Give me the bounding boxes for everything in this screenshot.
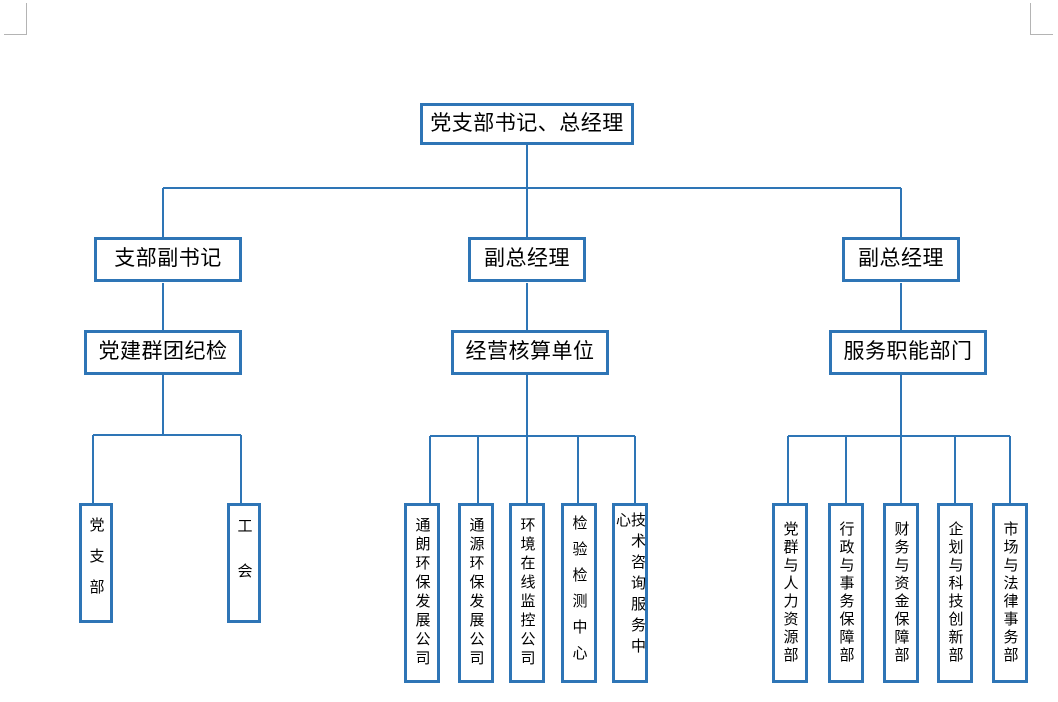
node-business-accounting-unit[interactable]: 经营核算单位 bbox=[451, 330, 609, 375]
page-margin-mark-top-left bbox=[4, 3, 27, 35]
leaf-finance-fund-department[interactable]: 财务与资金保障部 bbox=[883, 503, 919, 683]
node-level2-1-label: 支部副书记 bbox=[114, 247, 222, 271]
node-service-function-department[interactable]: 服务职能部门 bbox=[829, 330, 987, 375]
node-deputy-general-manager-2[interactable]: 副总经理 bbox=[842, 237, 960, 282]
node-root-label: 党支部书记、总经理 bbox=[430, 111, 624, 135]
leaf-business-1-label: 通朗环保发展公司 bbox=[413, 517, 431, 669]
leaf-service-4-label: 企划与科技创新部 bbox=[946, 521, 964, 665]
leaf-party-2-label: 工会 bbox=[235, 518, 253, 608]
node-level3-3-label: 服务职能部门 bbox=[843, 340, 973, 364]
node-level3-2-label: 经营核算单位 bbox=[465, 340, 595, 364]
node-level2-2-label: 副总经理 bbox=[484, 247, 570, 271]
node-level2-3-label: 副总经理 bbox=[858, 247, 944, 271]
node-deputy-party-secretary[interactable]: 支部副书记 bbox=[94, 237, 242, 282]
leaf-service-2-label: 行政与事务保障部 bbox=[837, 521, 855, 665]
page-margin-mark-top-right bbox=[1030, 3, 1053, 35]
leaf-party-branch[interactable]: 党支部 bbox=[79, 503, 113, 623]
leaf-party-1-label: 党支部 bbox=[87, 516, 105, 610]
node-party-mass-discipline[interactable]: 党建群团纪检 bbox=[84, 330, 242, 375]
leaf-business-3-label: 环境在线监控公司 bbox=[518, 517, 536, 669]
leaf-inspection-testing-center[interactable]: 检验检测中心 bbox=[561, 503, 597, 683]
leaf-planning-technology-innovation-department[interactable]: 企划与科技创新部 bbox=[937, 503, 973, 683]
leaf-service-1-label: 党群与人力资源部 bbox=[781, 521, 799, 665]
leaf-market-legal-affairs-department[interactable]: 市场与法律事务部 bbox=[992, 503, 1028, 683]
leaf-tonglang-environmental-company[interactable]: 通朗环保发展公司 bbox=[404, 503, 440, 683]
node-level3-1-label: 党建群团纪检 bbox=[98, 340, 228, 364]
leaf-technical-consulting-service-center[interactable]: 技术咨询服务中心 bbox=[612, 503, 648, 683]
leaf-party-hr-department[interactable]: 党群与人力资源部 bbox=[772, 503, 808, 683]
leaf-labor-union[interactable]: 工会 bbox=[227, 503, 261, 623]
leaf-service-5-label: 市场与法律事务部 bbox=[1001, 521, 1019, 665]
leaf-business-4-label: 检验检测中心 bbox=[570, 515, 588, 671]
node-root[interactable]: 党支部书记、总经理 bbox=[420, 103, 634, 145]
leaf-service-3-label: 财务与资金保障部 bbox=[892, 521, 910, 665]
leaf-tongyuan-environmental-company[interactable]: 通源环保发展公司 bbox=[458, 503, 494, 683]
leaf-business-5-label: 技术咨询服务中心 bbox=[614, 512, 646, 659]
node-deputy-general-manager-1[interactable]: 副总经理 bbox=[468, 237, 586, 282]
leaf-business-2-label: 通源环保发展公司 bbox=[467, 517, 485, 669]
leaf-environment-online-monitoring-company[interactable]: 环境在线监控公司 bbox=[509, 503, 545, 683]
leaf-administration-affairs-department[interactable]: 行政与事务保障部 bbox=[828, 503, 864, 683]
